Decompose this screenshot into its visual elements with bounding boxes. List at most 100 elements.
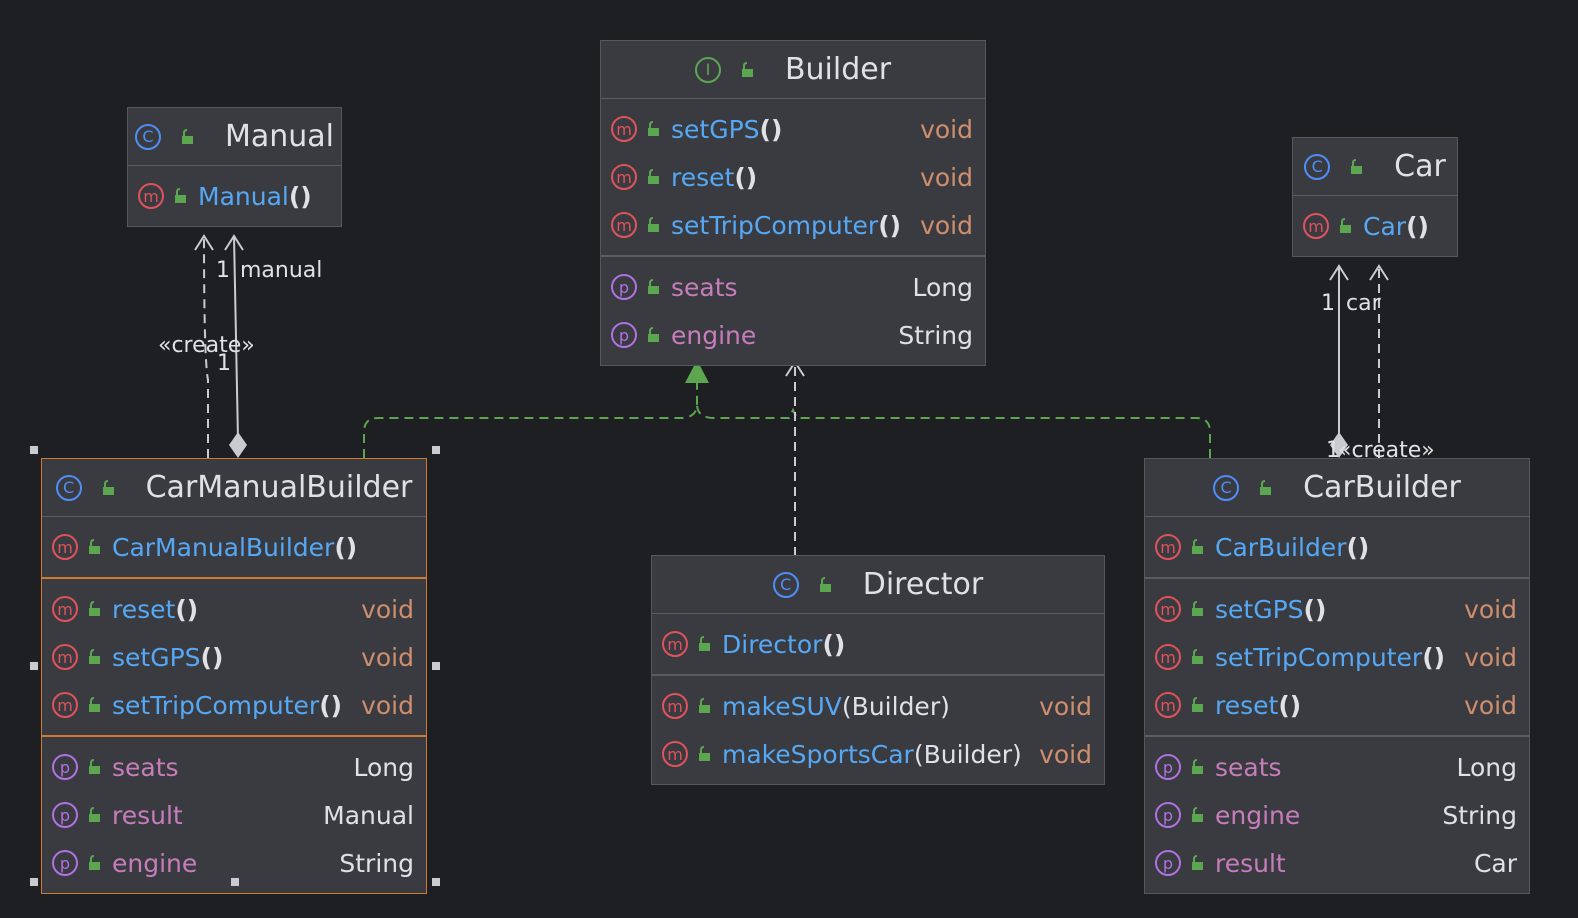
realization-edges [363,378,1211,458]
node-header: C CarBuilder [1145,459,1529,517]
method-icon: m [1155,692,1181,718]
return-type: void [1464,642,1517,672]
constructors-section: m Director() [652,614,1104,674]
properties-section: p seats Long p engine String p result Ca… [1145,735,1529,893]
selection-handle[interactable] [30,446,38,454]
car-owner-multiplicity-label: 1 [1326,438,1340,463]
property-icon: p [1155,802,1181,828]
method-name: setTripComputer [1215,642,1423,672]
node-manual[interactable]: C Manual m Manual() [127,107,342,227]
method-icon: m [611,164,637,190]
properties-section: p seats Long p result Manual p engine St… [42,735,426,893]
car-role-label: car [1346,291,1381,316]
property-name: engine [1215,800,1301,830]
public-lock-icon [1189,697,1205,713]
public-lock-icon [696,636,712,652]
node-builder[interactable]: I Builder m setGPS() void m reset() void… [600,40,986,366]
selection-handle[interactable] [30,662,38,670]
member-row[interactable]: p engine String [1145,791,1529,839]
public-lock-icon [86,649,102,665]
member-row[interactable]: m makeSportsCar(Builder) void [652,730,1104,778]
member-row[interactable]: m setTripComputer() void [601,201,985,249]
realization-edge-carmanualbuilder[interactable] [363,378,698,458]
method-name: reset [1215,690,1279,720]
properties-section: p seats Long p engine String [601,255,985,365]
member-row[interactable]: p seats Long [42,743,426,791]
method-icon: m [1155,644,1181,670]
association-arrowhead-manual [224,234,244,251]
manual-owner-multiplicity-label: 1 [217,351,231,376]
realization-edge-carbuilder[interactable] [696,403,1211,458]
method-icon: m [662,631,688,657]
property-name: seats [671,272,738,302]
member-row[interactable]: m reset() void [601,153,985,201]
method-parens: () [1406,211,1429,241]
property-type: Manual [323,800,414,830]
member-row[interactable]: m setGPS() void [601,105,985,153]
member-row[interactable]: m reset() void [42,585,426,633]
selection-handle[interactable] [432,446,440,454]
member-row[interactable]: p seats Long [601,263,985,311]
member-row[interactable]: p engine String [601,311,985,359]
member-row[interactable]: m CarBuilder() [1145,523,1529,571]
public-lock-icon [179,128,195,145]
association-edge-manual[interactable] [233,235,239,441]
return-type: void [361,642,414,672]
member-row[interactable]: m setTripComputer() void [42,681,426,729]
member-row[interactable]: m makeSUV(Builder) void [652,682,1104,730]
node-title: CarManualBuilder [145,470,413,505]
member-row[interactable]: m setTripComputer() void [1145,633,1529,681]
property-icon: p [52,754,78,780]
public-lock-icon [86,807,102,823]
member-row[interactable]: p seats Long [1145,743,1529,791]
selection-handle[interactable] [231,878,239,886]
member-row[interactable]: m Manual() [128,172,341,220]
member-row[interactable]: m setGPS() void [1145,585,1529,633]
method-icon: m [1155,534,1181,560]
constructor-name: Car [1363,211,1407,241]
public-lock-icon [1257,479,1273,496]
node-director[interactable]: C Director m Director() m makeSUV(Builde… [651,555,1105,785]
node-carmanualbuilder[interactable]: C CarManualBuilder m CarManualBuilder() … [41,458,427,894]
method-name: makeSportsCar [722,739,914,769]
return-type: void [1464,690,1517,720]
return-type: void [920,162,973,192]
selection-handle[interactable] [30,878,38,886]
property-name: result [1215,848,1286,878]
property-icon: p [611,322,637,348]
method-name: setGPS [671,114,760,144]
property-type: String [339,848,414,878]
member-row[interactable]: m reset() void [1145,681,1529,729]
create-arrowhead-manual [194,234,214,251]
create-edge-manual[interactable] [203,235,209,458]
methods-section: m makeSUV(Builder) void m makeSportsCar(… [652,674,1104,784]
method-parens: () [288,181,312,211]
method-parens: () [734,162,758,192]
member-row[interactable]: m setGPS() void [42,633,426,681]
member-row[interactable]: p engine String [42,839,426,887]
public-lock-icon [1189,855,1205,871]
public-lock-icon [696,698,712,714]
node-car[interactable]: C Car m Car() [1292,137,1458,257]
composition-diamond-car [1330,432,1348,458]
selection-handle[interactable] [432,662,440,670]
public-lock-icon [645,217,661,233]
return-type: void [1039,691,1092,721]
method-parens: () [878,210,902,240]
dependency-edges [194,234,1389,556]
public-lock-icon [1189,601,1205,617]
node-carbuilder[interactable]: C CarBuilder m CarBuilder() m setGPS() v… [1144,458,1530,894]
member-row[interactable]: m CarManualBuilder() [42,523,426,571]
node-header: I Builder [601,41,985,99]
selection-handle[interactable] [432,878,440,886]
member-row[interactable]: m Car() [1293,202,1457,250]
public-lock-icon [1189,807,1205,823]
interface-icon: I [694,56,721,83]
member-row[interactable]: p result Manual [42,791,426,839]
method-icon: m [52,534,78,560]
public-lock-icon [86,759,102,775]
member-row[interactable]: p result Car [1145,839,1529,887]
public-lock-icon [645,327,661,343]
member-row[interactable]: m Director() [652,620,1104,668]
method-parens: () [759,114,783,144]
